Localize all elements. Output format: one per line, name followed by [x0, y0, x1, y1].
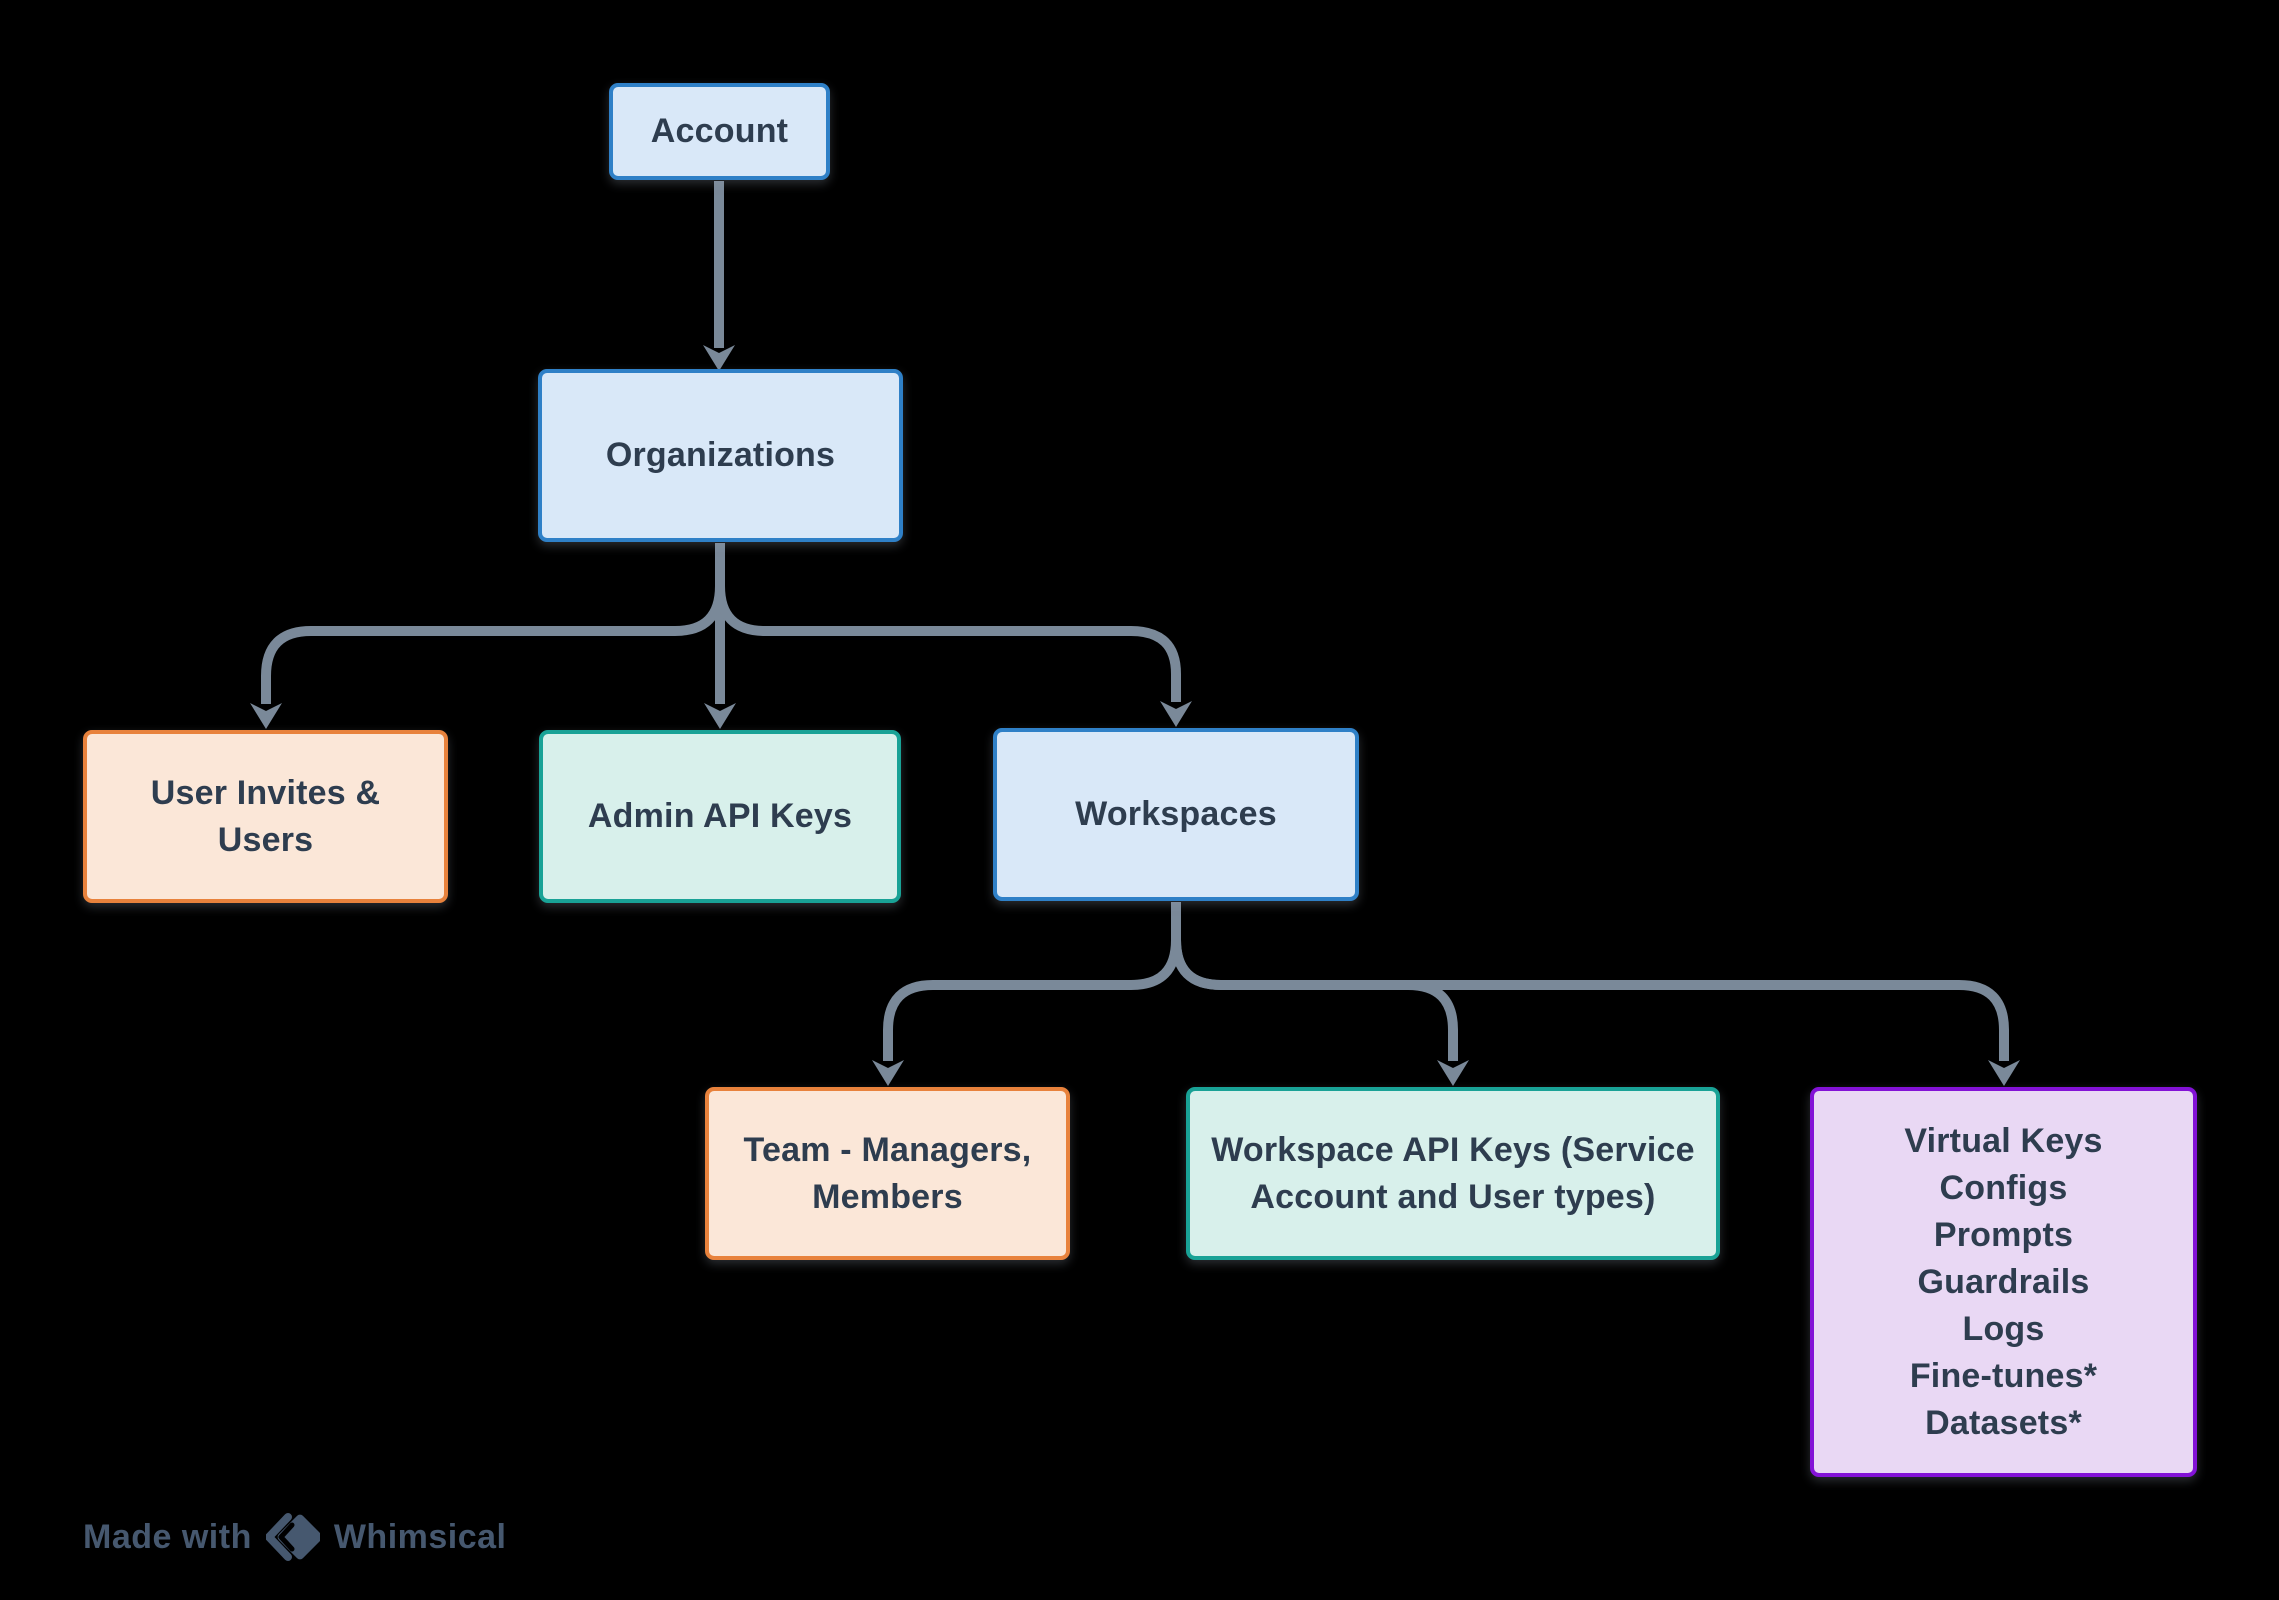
arrowhead-down-icon — [1988, 1060, 2020, 1086]
whimsical-logo-icon — [264, 1510, 323, 1564]
node-workspaces: Workspaces — [993, 728, 1359, 901]
arrowhead-down-icon — [703, 345, 735, 371]
node-user-invites-users: User Invites & Users — [83, 730, 448, 903]
watermark-brand: Whimsical — [333, 1517, 507, 1556]
node-workspace-resources: Virtual Keys Configs Prompts Guardrails … — [1810, 1087, 2197, 1477]
arrowhead-down-icon — [704, 703, 736, 729]
arrowhead-down-icon — [1437, 1060, 1469, 1086]
arrowhead-down-icon — [1160, 701, 1192, 727]
node-organizations: Organizations — [538, 369, 903, 542]
node-admin-api-keys: Admin API Keys — [539, 730, 901, 903]
node-account: Account — [609, 83, 830, 180]
node-workspace-api-keys: Workspace API Keys (Service Account and … — [1186, 1087, 1720, 1260]
watermark: Made with Whimsical — [83, 1510, 507, 1564]
edge-organizations-user-invites — [261, 543, 725, 704]
arrowhead-down-icon — [250, 703, 282, 729]
edge-workspaces-team — [883, 902, 1181, 1061]
node-team-managers-members: Team - Managers, Members — [705, 1087, 1070, 1260]
watermark-prefix: Made with — [83, 1517, 252, 1556]
edge-workspaces-workspace-resources — [1171, 902, 2009, 1061]
edge-organizations-workspaces — [715, 543, 1181, 702]
arrowhead-down-icon — [872, 1060, 904, 1086]
